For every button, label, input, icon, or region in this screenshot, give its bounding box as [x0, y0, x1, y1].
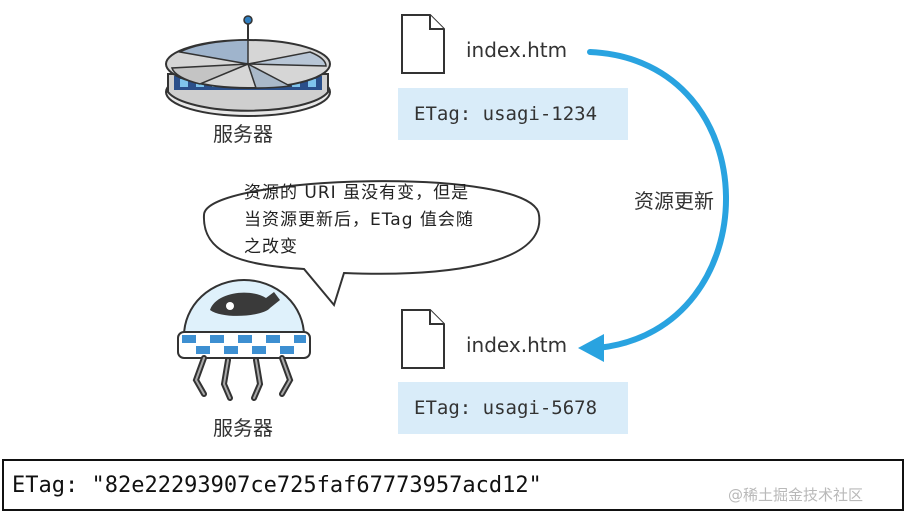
robot-illustration	[177, 279, 311, 401]
bubble-line-1: 资源的 URI 虽没有变，但是	[244, 183, 470, 203]
server-label-top: 服务器	[213, 122, 273, 146]
server-disc-illustration	[165, 15, 331, 117]
bubble-line-2: 当资源更新后，ETag 值会随	[244, 210, 474, 230]
bubble-line-3: 之改变	[244, 237, 298, 257]
etag-example-text: ETag: "82e22293907ce725faf67773957acd12"	[12, 472, 542, 498]
file-name-top: index.htm	[466, 38, 568, 62]
watermark: @稀土掘金技术社区	[728, 486, 864, 504]
etag-box-bottom: ETag: usagi-5678	[398, 382, 628, 434]
bubble-text: 资源的 URI 虽没有变，但是 当资源更新后，ETag 值会随 之改变	[244, 180, 474, 261]
file-icon-top	[401, 14, 445, 74]
file-icon-bottom	[401, 309, 445, 369]
update-label: 资源更新	[634, 183, 714, 216]
etag-example-box: ETag: "82e22293907ce725faf67773957acd12"	[2, 459, 904, 511]
update-arrow	[578, 49, 729, 362]
server-label-bottom: 服务器	[213, 416, 273, 440]
speech-bubble	[202, 180, 541, 308]
file-name-bottom: index.htm	[466, 333, 568, 357]
etag-box-top: ETag: usagi-1234	[398, 88, 628, 140]
